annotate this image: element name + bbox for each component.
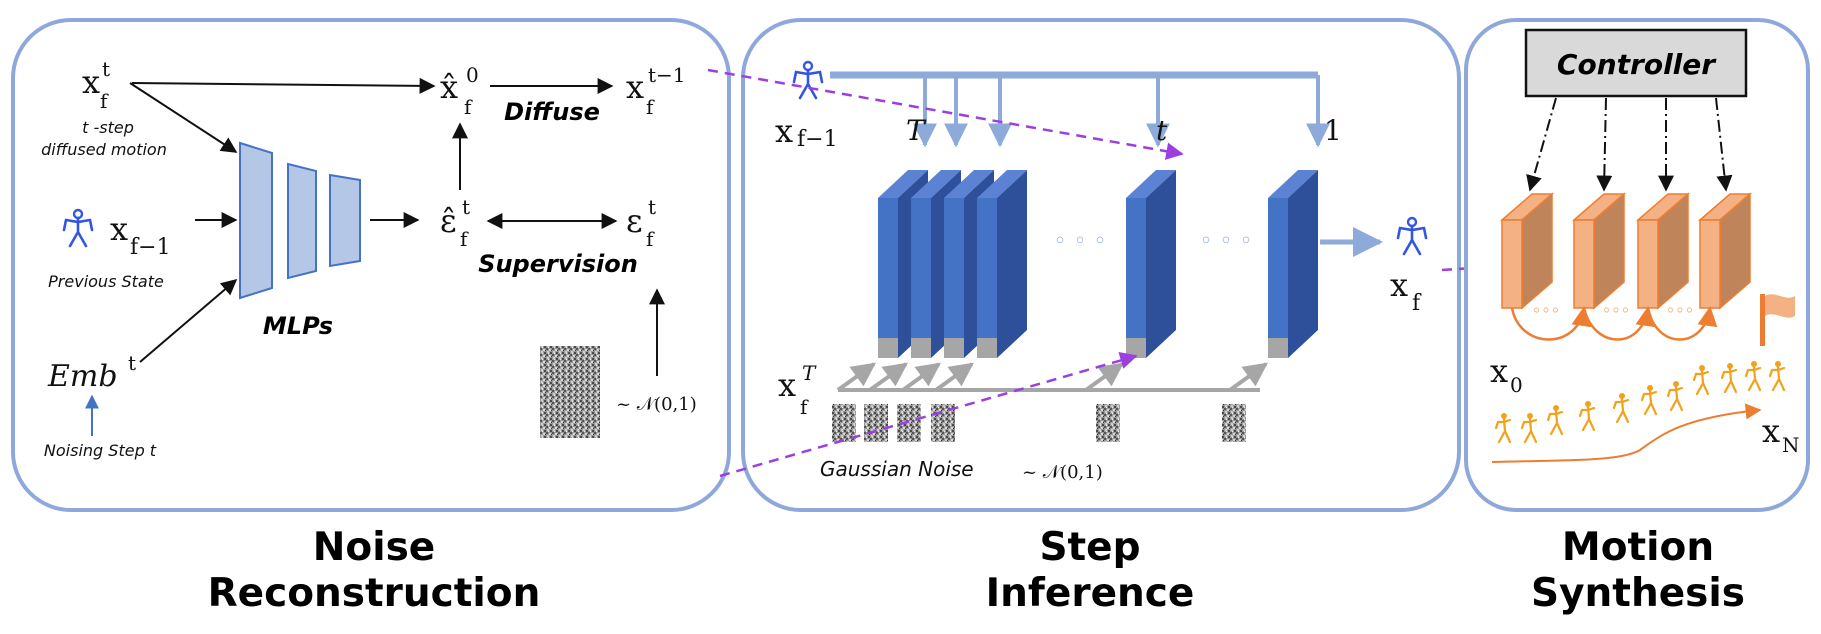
mlp-layer-2 [287, 162, 317, 280]
supervision-label: Supervision [478, 250, 638, 278]
noise-sample [832, 404, 856, 442]
var-x: x̂ [440, 68, 458, 106]
var-sub: f [646, 227, 655, 251]
var-sub: 0 [1510, 373, 1523, 397]
gaussian-noise-label: Gaussian Noise [820, 457, 974, 481]
var-x: x [775, 112, 793, 150]
var-sub: f [1412, 291, 1422, 316]
arrow-x-to-mlp [129, 82, 238, 153]
motion-block [1697, 192, 1753, 310]
next-step-variable: x f t−1 [626, 63, 686, 119]
mlp-layer-3 [329, 173, 361, 268]
caption-noise-line1: Noise [313, 525, 435, 570]
diffused-motion-desc-2: diffused motion [41, 140, 167, 159]
denoise-block [1268, 170, 1318, 358]
recurrence-arrows [1510, 306, 1718, 341]
step-label-1: 1 [1324, 114, 1342, 147]
goal-flag-icon [1760, 294, 1795, 346]
var-sub: f−1 [130, 235, 171, 260]
gaussian-noise-image [540, 346, 600, 438]
denoise-block [977, 170, 1027, 358]
var-x: x [626, 68, 644, 106]
var-sup: 0 [466, 63, 479, 87]
caption-motion-line1: Motion [1562, 525, 1714, 570]
var-sub: f [100, 89, 109, 113]
diffused-motion-variable: x f t [82, 57, 110, 113]
predicted-clean-variable: x̂ f 0 [440, 63, 479, 119]
noise-sample [1096, 404, 1120, 442]
noise-sample [1222, 404, 1246, 442]
output-variable: x f [1390, 266, 1422, 316]
noise-input-variable: x f T [778, 361, 817, 419]
conditioning-taps [913, 75, 1330, 148]
caption-step-line1: Step [1039, 525, 1140, 570]
controller-arrows [1526, 97, 1733, 192]
var-x: x [110, 210, 128, 248]
arrow-x-to-xhat [131, 77, 436, 94]
emb-sup: t [128, 351, 136, 375]
var-sup: t [648, 195, 656, 219]
var-sup: t [102, 57, 110, 81]
noising-step-desc: Noising Step t [44, 441, 157, 460]
embedding-variable: Emb t [47, 351, 136, 394]
denoising-blocks [878, 170, 1318, 358]
controller-label: Controller [1557, 48, 1717, 81]
var-sup: t [462, 195, 470, 219]
var-x: x [778, 366, 796, 404]
emb-text: Emb [47, 359, 118, 394]
var-x: x [82, 63, 100, 101]
diffused-motion-desc-1: t -step [82, 118, 134, 137]
denoise-block [1126, 170, 1176, 358]
var-x: x [1762, 412, 1780, 450]
previous-state-desc: Previous State [48, 272, 164, 291]
ellipsis-2: ◦ ◦ ◦ [1200, 229, 1253, 254]
dots-1: ◦◦◦ [1532, 301, 1560, 320]
var-sub: f [464, 95, 473, 119]
motion-blocks [1499, 192, 1753, 310]
trajectory-arrow [1491, 403, 1762, 463]
dots-3: ◦◦◦ [1666, 301, 1694, 320]
var-x: ε̂ [440, 202, 457, 240]
controller-box [1524, 28, 1748, 98]
purple-dashed-link-top [707, 68, 1184, 160]
ellipsis-1: ◦ ◦ ◦ [1054, 229, 1107, 254]
true-noise-variable: ε f t [626, 195, 656, 251]
arrow-emb-to-mlp [139, 278, 238, 363]
end-motion-variable: x N [1762, 412, 1800, 457]
var-sup: t−1 [648, 63, 686, 87]
step-normal-label: ~ 𝒩(0,1) [1022, 462, 1103, 483]
var-sub: f [460, 227, 469, 251]
noise-bus [836, 362, 1268, 392]
var-sub: f−1 [797, 127, 838, 152]
step-label-T: T [906, 114, 927, 147]
start-motion-variable: x 0 [1490, 352, 1523, 397]
step-label-t: t [1156, 114, 1168, 147]
caption-motion-line2: Synthesis [1531, 571, 1745, 616]
motion-block [1571, 192, 1627, 310]
mlp-layer-1 [239, 141, 273, 300]
var-sup: T [802, 361, 817, 385]
previous-state-variable: x f−1 [110, 210, 171, 260]
motion-block [1635, 192, 1691, 310]
var-sub: f [800, 395, 809, 419]
dots-2: ◦◦◦ [1602, 301, 1630, 320]
purple-dashed-link-bottom [719, 351, 1138, 478]
var-x: ε [626, 202, 643, 240]
step-prev-state-variable: x f−1 [775, 112, 838, 152]
caption-step-line2: Inference [986, 571, 1195, 616]
noise-sample [864, 404, 888, 442]
var-x: x [1390, 266, 1408, 304]
normal-distribution-label: ~ 𝒩(0,1) [616, 394, 697, 415]
var-x: x [1490, 352, 1508, 390]
var-sub: f [646, 95, 655, 119]
mlp-label: MLPs [263, 312, 333, 340]
diffuse-label: Diffuse [504, 98, 600, 126]
var-sub: N [1782, 433, 1800, 457]
caption-noise-line2: Reconstruction [208, 571, 541, 616]
mlp-block [239, 141, 361, 300]
predicted-noise-variable: ε̂ f t [440, 195, 470, 251]
motion-block [1499, 192, 1555, 310]
motion-synthesis-panel [1464, 18, 1810, 512]
